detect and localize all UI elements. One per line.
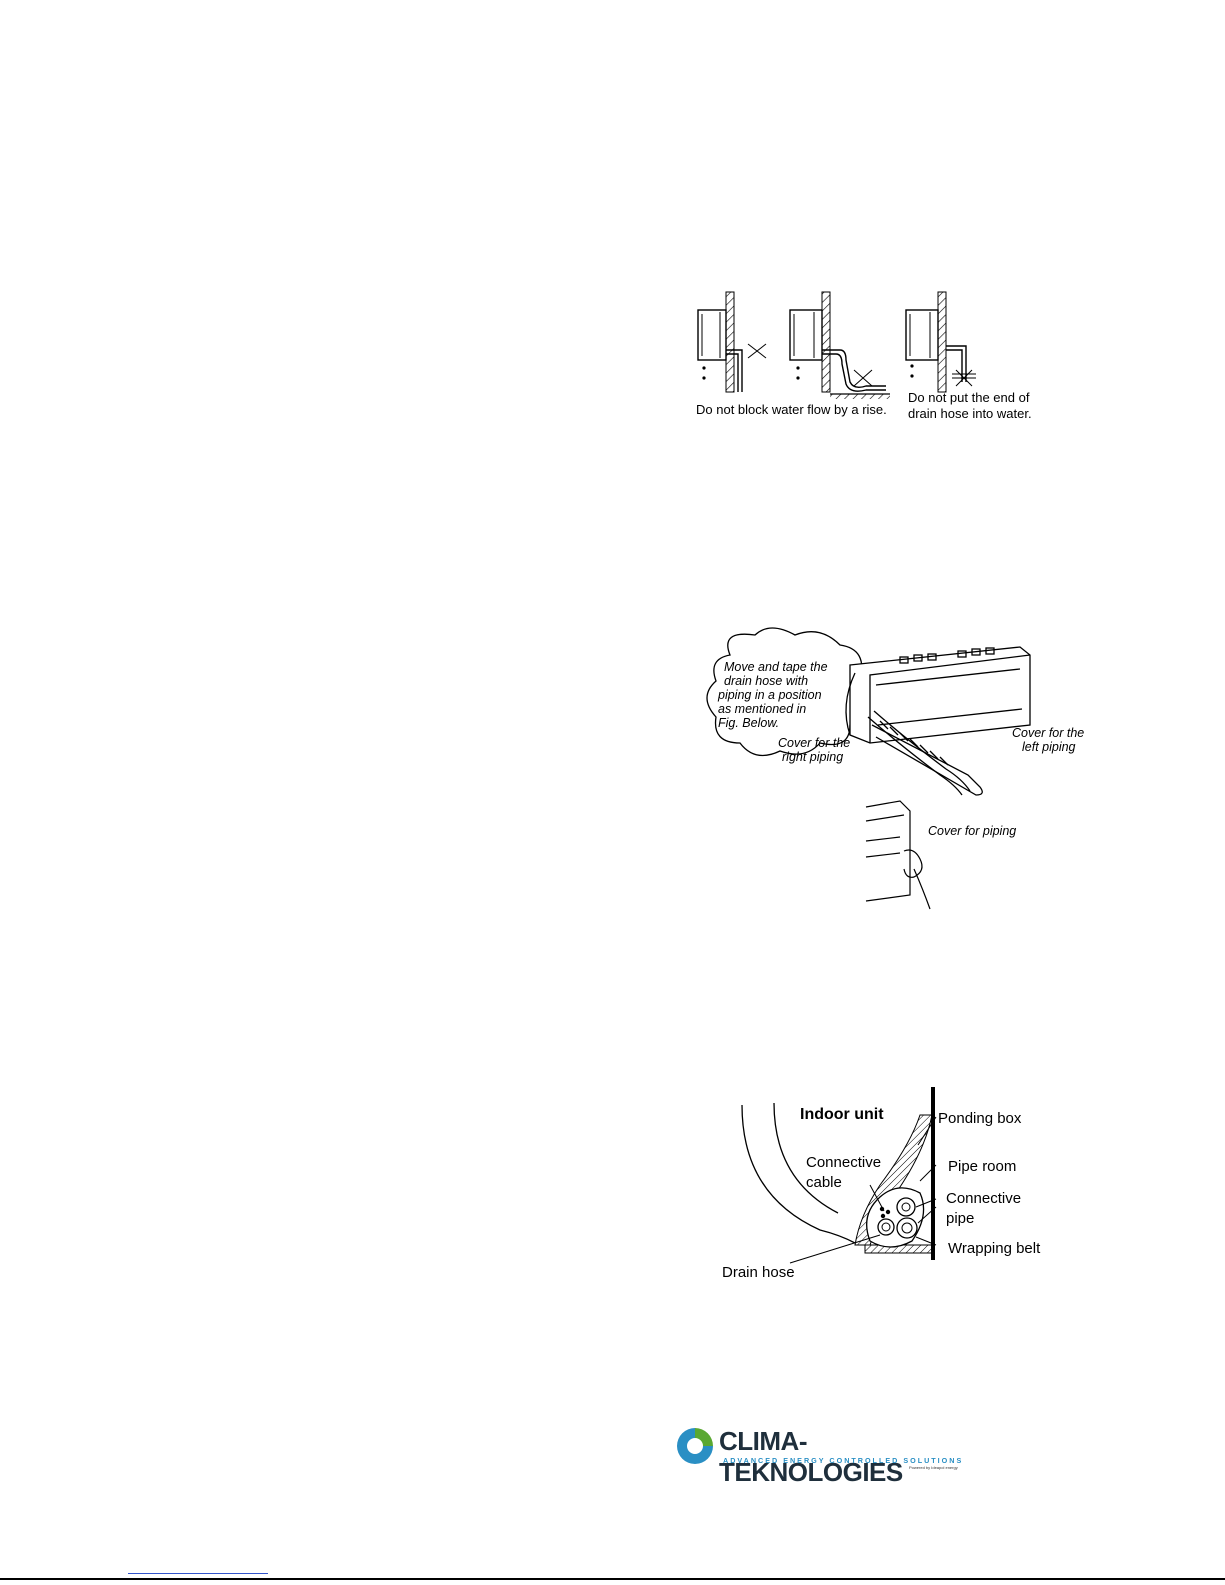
- bubble-line-5: Fig. Below.: [718, 716, 779, 730]
- left-cover-label-1: Cover for the: [1012, 726, 1084, 740]
- pipe-room-label: Pipe room: [948, 1158, 1016, 1175]
- indoor-unit-back: [845, 646, 1031, 744]
- drain-panel-water: [905, 291, 976, 393]
- bubble-line-3: piping in a position: [717, 688, 822, 702]
- wrapping-belt-label: Wrapping belt: [948, 1240, 1041, 1257]
- bubble-line-2: drain hose with: [724, 674, 808, 688]
- pipe-room-figure: Indoor unit Ponding box Pipe room Connec…: [720, 1085, 1060, 1285]
- connective-cable-label-2: cable: [806, 1174, 842, 1191]
- caption-no-water-2: drain hose into water.: [908, 406, 1032, 421]
- caption-no-water-1: Do not put the end of: [908, 390, 1030, 405]
- left-cover-label-2: left piping: [1022, 740, 1076, 754]
- drain-panel-rise: [697, 291, 767, 393]
- right-cover-label-2: right piping: [782, 750, 843, 764]
- ponding-box-label: Ponding box: [938, 1110, 1022, 1127]
- piping-cover-figure: Move and tape the drain hose with piping…: [700, 625, 1085, 910]
- drain-panel-bend: [789, 291, 890, 399]
- right-cover-label-1: Cover for the: [778, 736, 850, 750]
- connective-pipe-label-1: Connective: [946, 1190, 1021, 1207]
- bubble-line-1: Move and tape the: [724, 660, 828, 674]
- bubble-line-4: as mentioned in: [718, 702, 806, 716]
- logo-tagline: ADVANCED ENERGY CONTROLLED SOLUTIONS: [723, 1456, 964, 1465]
- logo-subline: Powered by Ideapol energy: [909, 1465, 958, 1470]
- piping-cover-label: Cover for piping: [928, 824, 1016, 838]
- footer-link-underline[interactable]: [128, 1573, 268, 1574]
- connective-cable-label-1: Connective: [806, 1154, 881, 1171]
- company-logo: CLIMA-TEKNOLOGIES ADVANCED ENERGY CONTRO…: [673, 1420, 973, 1487]
- logo-name: CLIMA-TEKNOLOGIES: [719, 1426, 903, 1487]
- connective-pipe-label-2: pipe: [946, 1210, 974, 1227]
- cover-detail-drawing: [865, 800, 931, 910]
- drain-flow-figure: Do not block water flow by a rise. Do no…: [690, 290, 1040, 425]
- instruction-bubble: [706, 627, 867, 757]
- indoor-unit-label: Indoor unit: [800, 1106, 884, 1123]
- swirl-logo-icon: [677, 1428, 713, 1464]
- drain-hose-drawing: [867, 710, 983, 796]
- caption-no-rise: Do not block water flow by a rise.: [696, 402, 887, 417]
- footer-rule: [0, 1578, 1225, 1580]
- drain-hose-label: Drain hose: [722, 1264, 795, 1281]
